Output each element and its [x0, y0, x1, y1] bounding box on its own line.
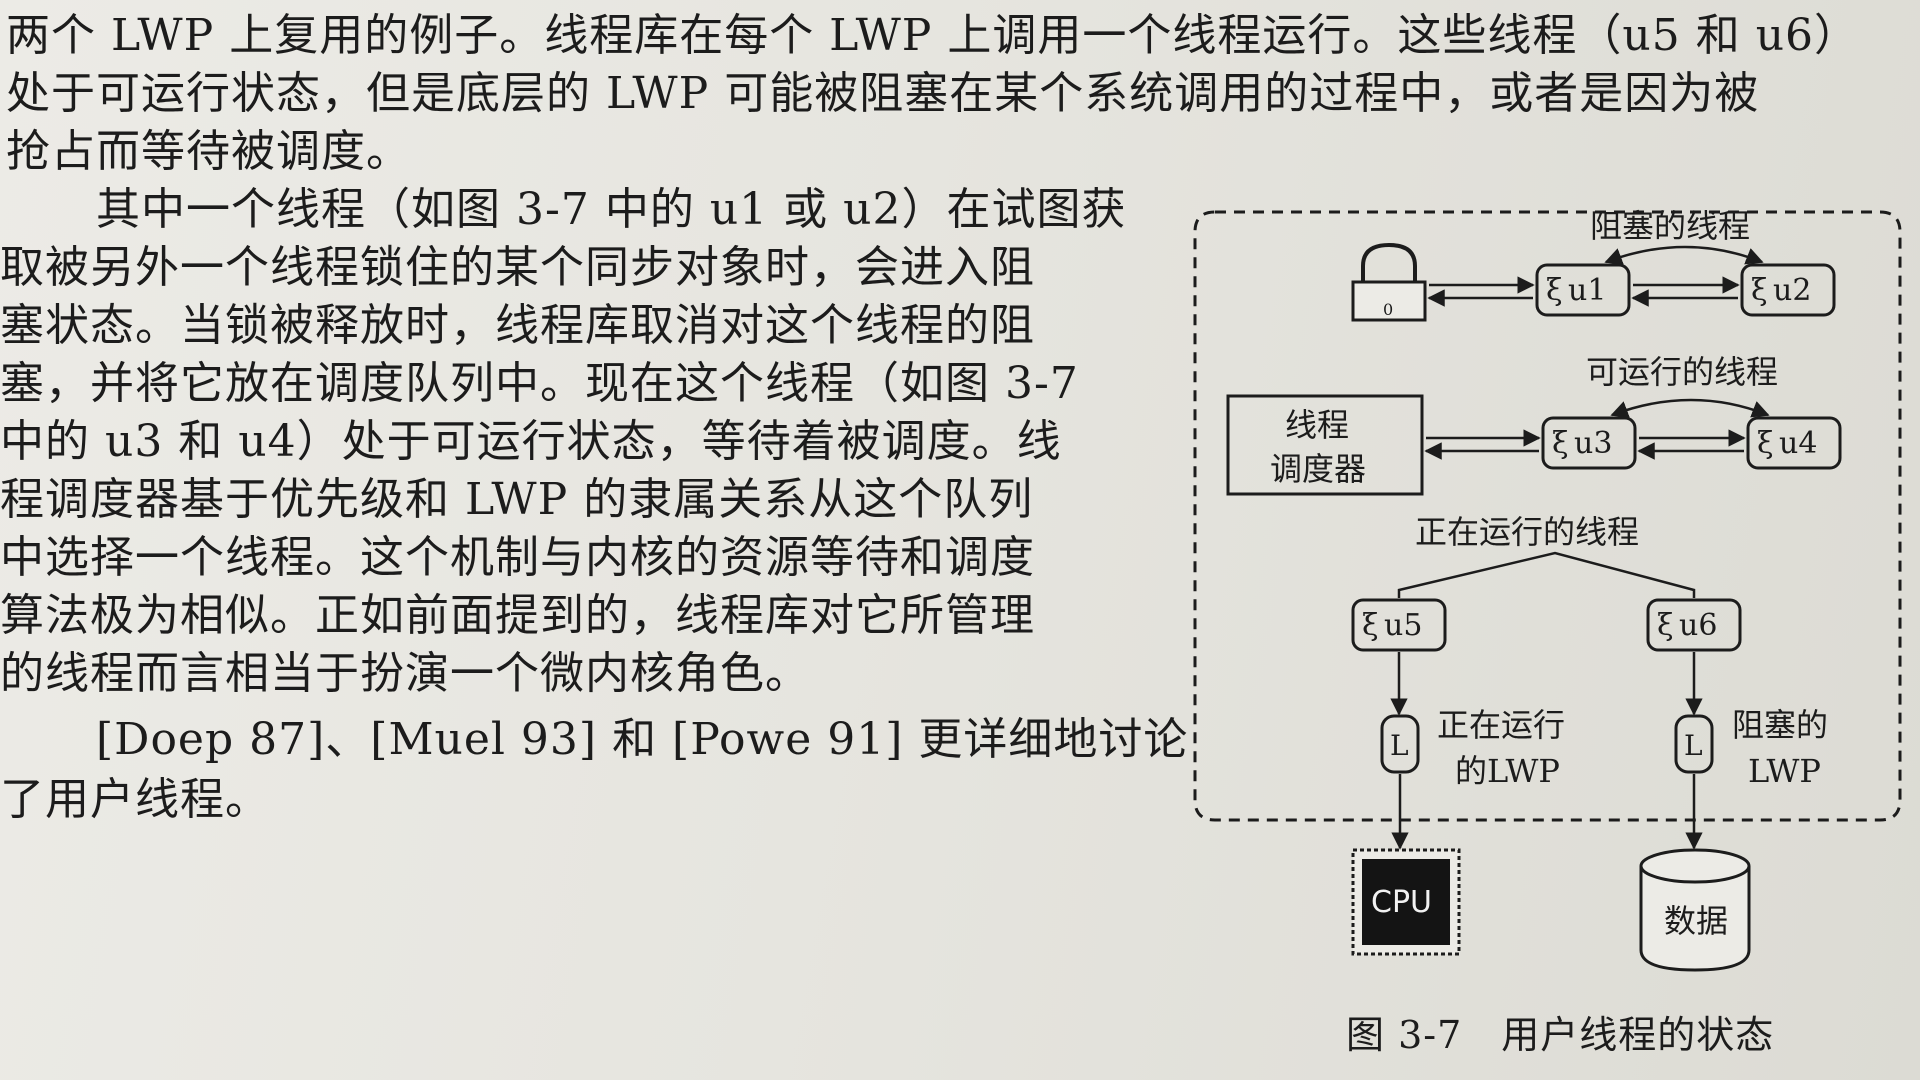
chip-icon: CPU — [1351, 848, 1461, 956]
left-line-8: 算法极为相似。正如前面提到的，线程库对它所管理 — [0, 590, 1035, 641]
svg-text:数据: 数据 — [1664, 902, 1728, 940]
running-threads-label: 正在运行的线程 — [1415, 513, 1639, 551]
user-space-boundary — [1193, 210, 1902, 822]
svg-text:线程: 线程 — [1285, 406, 1349, 444]
blocked-lwp-label: 阻塞的 — [1732, 706, 1828, 744]
runnable-threads-label: 可运行的线程 — [1586, 353, 1778, 391]
svg-text:u6: u6 — [1679, 608, 1717, 643]
thread-u4: ξ u4 — [1746, 416, 1842, 470]
svg-text:0: 0 — [1383, 300, 1393, 319]
left-line-6: 程调度器基于优先级和 LWP 的隶属关系从这个队列 — [0, 474, 1034, 525]
svg-text:L: L — [1390, 729, 1409, 762]
squiggle-thread-icon: ξ — [1751, 273, 1768, 308]
squiggle-thread-icon: ξ — [1757, 426, 1774, 461]
thread-u1: ξ u1 — [1535, 263, 1631, 317]
lwp-blocked: L — [1674, 714, 1714, 774]
svg-text:调度器: 调度器 — [1270, 450, 1366, 488]
left-line-5: 中的 u3 和 u4）处于可运行状态，等待着被调度。线 — [0, 416, 1062, 467]
body-line-2: 处于可运行状态，但是底层的 LWP 可能被阻塞在某个系统调用的过程中，或者是因为… — [6, 68, 1760, 119]
squiggle-thread-icon: ξ — [1362, 608, 1379, 643]
thread-u5: ξ u5 — [1351, 598, 1447, 652]
left-line-3: 塞状态。当锁被释放时，线程库取消对这个线程的阻 — [0, 300, 1035, 351]
left-line-7: 中选择一个线程。这个机制与内核的资源等待和调度 — [0, 532, 1035, 583]
blocked-threads-label: 阻塞的线程 — [1590, 207, 1750, 245]
left-line-11: 了用户线程。 — [0, 774, 270, 825]
squiggle-thread-icon: ξ — [1546, 273, 1563, 308]
running-lwp-label: 正在运行 — [1437, 706, 1565, 744]
svg-text:u4: u4 — [1779, 426, 1817, 461]
thread-u3: ξ u3 — [1541, 416, 1637, 470]
body-line-3: 抢占而等待被调度。 — [6, 126, 411, 177]
figure-caption: 图 3-7 用户线程的状态 — [1346, 1013, 1775, 1057]
svg-text:u2: u2 — [1773, 273, 1811, 308]
squiggle-thread-icon: ξ — [1552, 426, 1569, 461]
svg-text:L: L — [1684, 729, 1703, 762]
running-lwp-label-2: 的LWP — [1455, 752, 1560, 790]
thread-u6: ξ u6 — [1646, 598, 1742, 652]
squiggle-thread-icon: ξ — [1657, 608, 1674, 643]
thread-u2: ξ u2 — [1740, 263, 1836, 317]
lwp-running: L — [1380, 714, 1420, 774]
left-line-1: 其中一个线程（如图 3-7 中的 u1 或 u2）在试图获 — [6, 184, 1127, 235]
left-line-10: [Doep 87]、[Muel 93] 和 [Powe 91] 更详细地讨论 — [6, 714, 1189, 765]
svg-text:u5: u5 — [1384, 608, 1422, 643]
blocked-lwp-label-2: LWP — [1748, 752, 1821, 790]
database-cylinder-icon: 数据 — [1639, 848, 1751, 972]
svg-text:u1: u1 — [1568, 273, 1606, 308]
left-line-4: 塞，并将它放在调度队列中。现在这个线程（如图 3-7 — [0, 358, 1079, 409]
svg-text:CPU: CPU — [1371, 885, 1432, 920]
left-line-9: 的线程而言相当于扮演一个微内核角色。 — [0, 648, 810, 699]
left-line-2: 取被另外一个线程锁住的某个同步对象时，会进入阻 — [0, 242, 1035, 293]
body-line-1: 两个 LWP 上复用的例子。线程库在每个 LWP 上调用一个线程运行。这些线程（… — [6, 10, 1860, 61]
padlock-icon: 0 — [1351, 242, 1427, 322]
thread-scheduler-box: 线程 调度器 — [1226, 394, 1424, 496]
svg-text:u3: u3 — [1574, 426, 1612, 461]
